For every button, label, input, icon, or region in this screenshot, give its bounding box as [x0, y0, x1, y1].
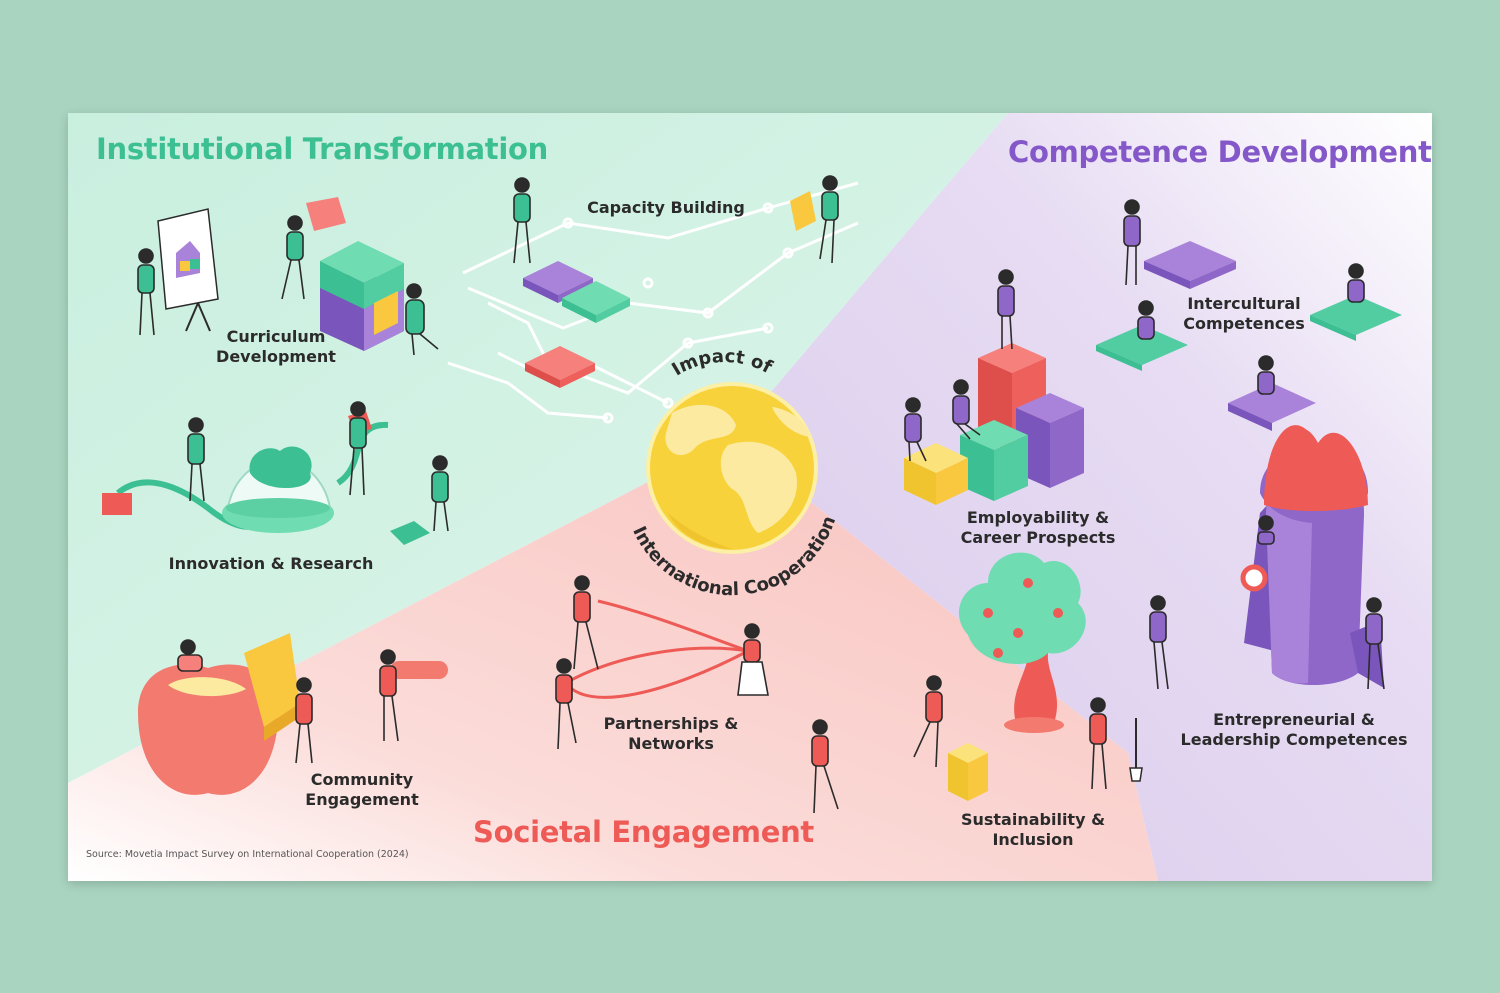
- label-sustainability-inclusion: Sustainability &Inclusion: [960, 810, 1106, 849]
- person-figure: [379, 649, 399, 742]
- person-figure: [1149, 595, 1169, 690]
- source-note: Source: Movetia Impact Survey on Interna…: [86, 849, 409, 860]
- title-institutional-transformation: Institutional Transformation: [96, 132, 548, 166]
- infographic-illustration: Impact of International Cooperation: [68, 113, 1432, 881]
- podium-blocks-illustration: [904, 343, 1084, 505]
- person-figure: [281, 215, 305, 300]
- person-figure: [405, 283, 439, 356]
- person-figure: [1365, 597, 1385, 690]
- label-partnerships-networks: Partnerships &Networks: [603, 714, 739, 753]
- label-entrepreneurial-leadership: Entrepreneurial &Leadership Competences: [1180, 710, 1408, 749]
- brain-dome-illustration: [102, 411, 430, 545]
- title-societal-engagement: Societal Engagement: [473, 815, 814, 849]
- person-figure: [1137, 300, 1155, 340]
- person-figure: [819, 175, 839, 264]
- person-figure: [1089, 697, 1107, 790]
- rocket-illustration: [1240, 425, 1384, 688]
- chip-yellow-icon: [790, 191, 816, 231]
- chip-green-icon: [562, 281, 630, 323]
- chip-red-icon: [525, 346, 595, 388]
- person-figure: [187, 417, 205, 502]
- person-figure: [137, 248, 155, 336]
- label-employability-career: Employability &Career Prospects: [960, 508, 1116, 547]
- rope-illustration: [564, 599, 749, 699]
- region-institutional: [68, 113, 1008, 783]
- cushions-illustration: [1096, 241, 1402, 431]
- person-figure: [1123, 199, 1141, 286]
- building-blocks-illustration: [306, 197, 404, 351]
- person-figure: [952, 379, 981, 440]
- tree-illustration: [948, 552, 1143, 801]
- person-figure: [295, 677, 313, 764]
- person-figure: [811, 719, 839, 814]
- label-innovation-research: Innovation & Research: [168, 554, 374, 573]
- person-figure: [349, 401, 367, 496]
- person-figure: [573, 575, 599, 670]
- label-capacity-building: Capacity Building: [587, 198, 745, 217]
- person-figure: [177, 639, 203, 672]
- globe-icon: [646, 382, 818, 554]
- flipchart-illustration: [157, 208, 219, 332]
- region-competence: [731, 113, 1432, 881]
- person-figure: [431, 455, 449, 532]
- person-figure: [1347, 263, 1365, 303]
- person-figure: [737, 623, 769, 696]
- person-figure: [513, 177, 531, 264]
- person-figure: [1257, 515, 1275, 545]
- person-figure: [904, 397, 927, 462]
- person-figure: [913, 675, 943, 768]
- title-competence-development: Competence Development: [1008, 135, 1432, 169]
- infographic-card: Impact of International Cooperation: [68, 113, 1432, 881]
- person-figure: [555, 658, 577, 750]
- person-figure: [997, 269, 1015, 350]
- region-societal: [68, 439, 1158, 881]
- apple-illustration: [138, 633, 448, 795]
- people-figures: [137, 175, 1385, 814]
- person-figure: [1257, 355, 1275, 395]
